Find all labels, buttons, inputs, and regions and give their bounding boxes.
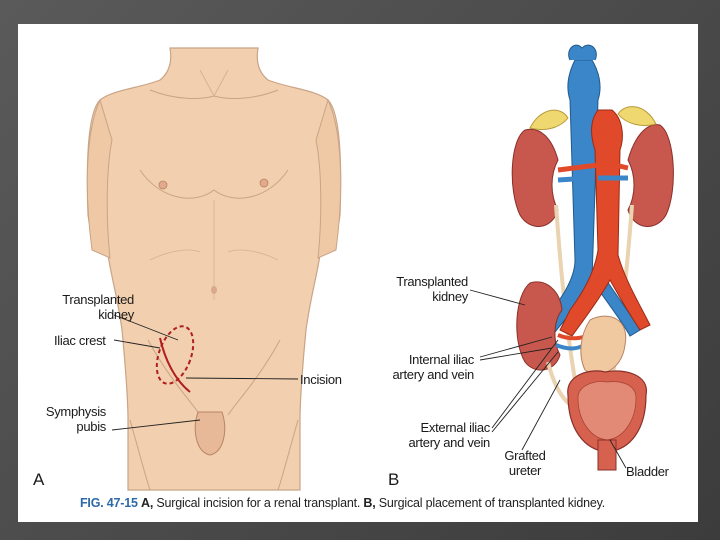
- caption-a-text: Surgical incision for a renal transplant…: [153, 496, 363, 510]
- panel-letter-b: B: [388, 470, 399, 490]
- label-iliac-crest: Iliac crest: [54, 333, 106, 348]
- label-transplanted-kidney-a: Transplanted kidney: [32, 292, 134, 322]
- label-incision: Incision: [300, 372, 342, 387]
- figure-caption: FIG. 47-15 A, Surgical incision for a re…: [80, 496, 680, 510]
- panel-letter-a: A: [33, 470, 44, 490]
- label-external-iliac: External iliac artery and vein: [400, 420, 490, 450]
- label-transplanted-kidney-b: Transplanted kidney: [392, 274, 468, 304]
- caption-b-text: Surgical placement of transplanted kidne…: [376, 496, 606, 510]
- label-symphysis-pubis: Symphysis pubis: [40, 404, 106, 434]
- caption-b-marker: B,: [363, 496, 375, 510]
- label-grafted-ureter: Grafted ureter: [500, 448, 550, 478]
- label-internal-iliac: Internal iliac artery and vein: [388, 352, 474, 382]
- label-bladder: Bladder: [626, 464, 669, 479]
- torso-illustration: [87, 48, 340, 490]
- figure-number: FIG. 47-15: [80, 496, 138, 510]
- renal-anatomy-illustration: [512, 45, 673, 470]
- caption-a-marker: A,: [141, 496, 153, 510]
